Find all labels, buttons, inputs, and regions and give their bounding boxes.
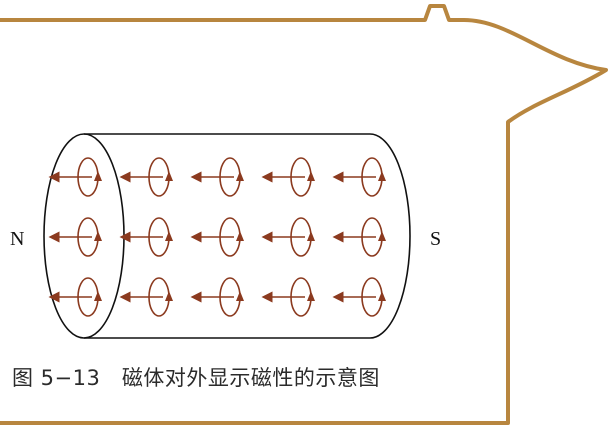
current-direction-arrow <box>94 291 102 301</box>
current-direction-arrow <box>378 231 386 241</box>
current-direction-arrow <box>165 171 173 181</box>
current-direction-arrow <box>236 171 244 181</box>
current-loop <box>48 157 102 197</box>
south-end-face <box>369 133 411 339</box>
current-loop <box>119 217 173 257</box>
current-loop <box>190 217 244 257</box>
current-direction-arrow <box>307 171 315 181</box>
current-loop <box>119 277 173 317</box>
current-loop <box>190 157 244 197</box>
current-loops <box>48 157 386 317</box>
current-direction-arrow <box>378 171 386 181</box>
current-direction-arrow <box>165 291 173 301</box>
magnet-cylinder <box>43 133 411 339</box>
current-loop <box>261 277 315 317</box>
current-direction-arrow <box>236 231 244 241</box>
current-loop <box>48 217 102 257</box>
current-direction-arrow <box>94 171 102 181</box>
current-direction-arrow <box>236 291 244 301</box>
north-end-face <box>43 133 125 339</box>
current-loop <box>332 277 386 317</box>
current-direction-arrow <box>307 291 315 301</box>
current-loop <box>119 157 173 197</box>
current-direction-arrow <box>307 231 315 241</box>
current-loop <box>48 277 102 317</box>
current-direction-arrow <box>378 291 386 301</box>
current-direction-arrow <box>165 231 173 241</box>
current-loop <box>261 157 315 197</box>
north-pole-label: N <box>10 228 25 250</box>
south-pole-label: S <box>430 228 442 250</box>
current-loop <box>261 217 315 257</box>
current-loop <box>332 217 386 257</box>
current-direction-arrow <box>94 231 102 241</box>
current-loop <box>190 277 244 317</box>
decorative-frame <box>0 4 608 425</box>
current-loop <box>332 157 386 197</box>
figure-caption: 图 5−13 磁体对外显示磁性的示意图 <box>12 366 380 390</box>
